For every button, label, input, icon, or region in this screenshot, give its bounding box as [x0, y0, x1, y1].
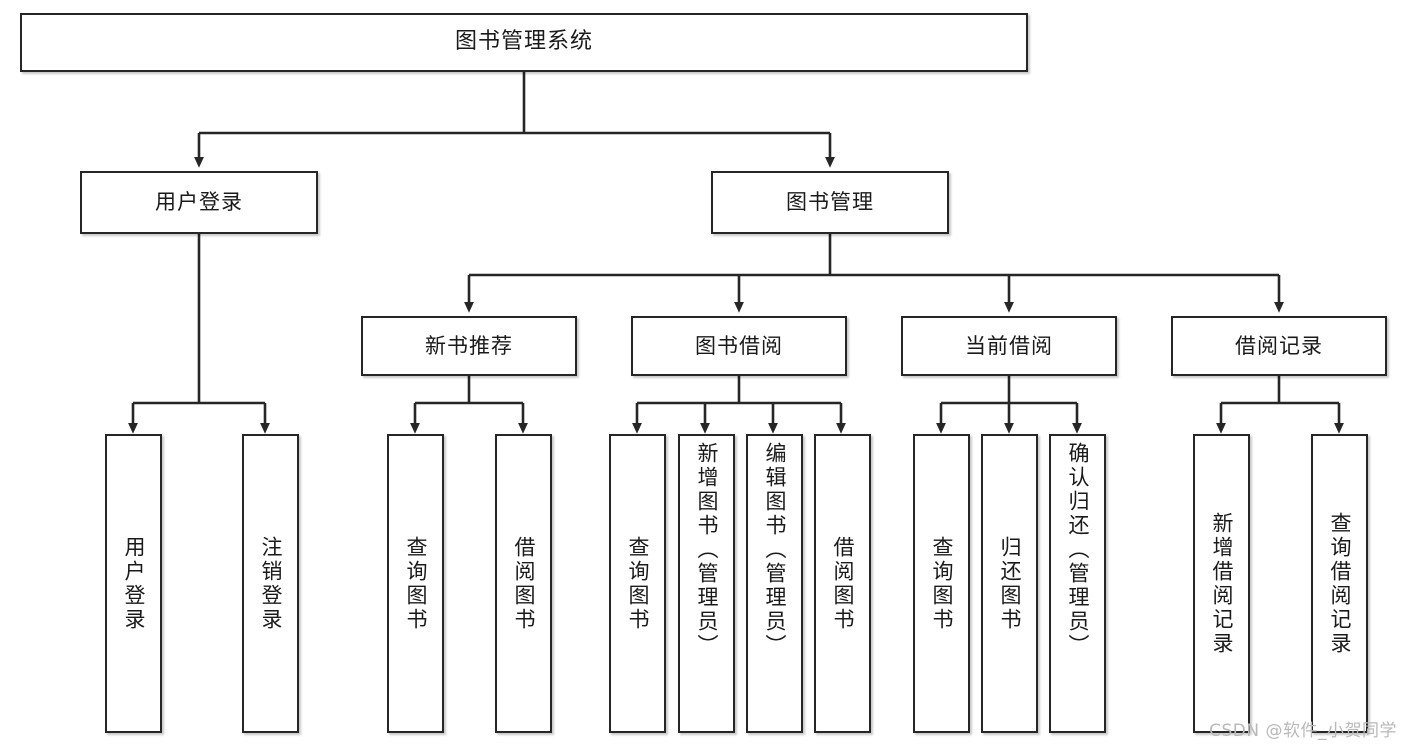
node-label: 用户登录	[122, 535, 146, 632]
node-label: 查询借阅记录	[1328, 511, 1352, 656]
node-borrow-record[interactable]: 借阅记录	[1171, 316, 1387, 376]
node-book-manage[interactable]: 图书管理	[711, 171, 949, 234]
node-label: 查询图书	[626, 535, 650, 632]
node-leaf-borrow-book-recommend[interactable]: 借阅图书	[495, 434, 552, 733]
node-label: 借阅图书	[512, 535, 536, 632]
node-leaf-query-borrow-record[interactable]: 查询借阅记录	[1311, 434, 1368, 733]
node-leaf-add-borrow-record[interactable]: 新增借阅记录	[1193, 434, 1250, 733]
node-leaf-query-book-current[interactable]: 查询图书	[913, 434, 970, 733]
node-leaf-add-book-admin[interactable]: 新增图书（管理员）	[678, 434, 735, 733]
node-leaf-query-book-recommend[interactable]: 查询图书	[387, 434, 444, 733]
node-label: 新书推荐	[425, 333, 513, 358]
node-current-borrow[interactable]: 当前借阅	[901, 316, 1117, 376]
node-label: 确认归还（管理员）	[1066, 442, 1090, 658]
node-label: 图书管理系统	[454, 29, 593, 55]
node-label: 图书管理	[786, 190, 874, 215]
csdn-watermark: CSDN @软件_小贺同学	[1209, 721, 1397, 741]
node-label: 注销登录	[259, 535, 283, 632]
node-user-login[interactable]: 用户登录	[80, 171, 318, 234]
node-label: 借阅图书	[831, 535, 855, 632]
node-leaf-user-logout[interactable]: 注销登录	[242, 434, 299, 733]
node-leaf-borrow-book-borrow[interactable]: 借阅图书	[814, 434, 871, 733]
node-leaf-query-book-borrow[interactable]: 查询图书	[609, 434, 666, 733]
node-label: 用户登录	[155, 190, 243, 215]
node-label: 新增图书（管理员）	[695, 442, 719, 658]
node-label: 当前借阅	[965, 333, 1053, 358]
node-label: 借阅记录	[1235, 333, 1323, 358]
node-label: 新增借阅记录	[1210, 511, 1234, 656]
node-label: 编辑图书（管理员）	[763, 442, 787, 658]
node-label: 查询图书	[930, 535, 954, 632]
node-label: 归还图书	[998, 535, 1022, 632]
node-label: 图书借阅	[695, 333, 783, 358]
node-leaf-return-book[interactable]: 归还图书	[981, 434, 1038, 733]
node-root-book-management-system[interactable]: 图书管理系统	[20, 13, 1028, 72]
node-leaf-user-login[interactable]: 用户登录	[105, 434, 162, 733]
node-leaf-edit-book-admin[interactable]: 编辑图书（管理员）	[746, 434, 803, 733]
node-book-borrow[interactable]: 图书借阅	[631, 316, 847, 376]
node-label: 查询图书	[404, 535, 428, 632]
node-leaf-confirm-return-admin[interactable]: 确认归还（管理员）	[1049, 434, 1106, 733]
node-new-book-recommend[interactable]: 新书推荐	[361, 316, 577, 376]
